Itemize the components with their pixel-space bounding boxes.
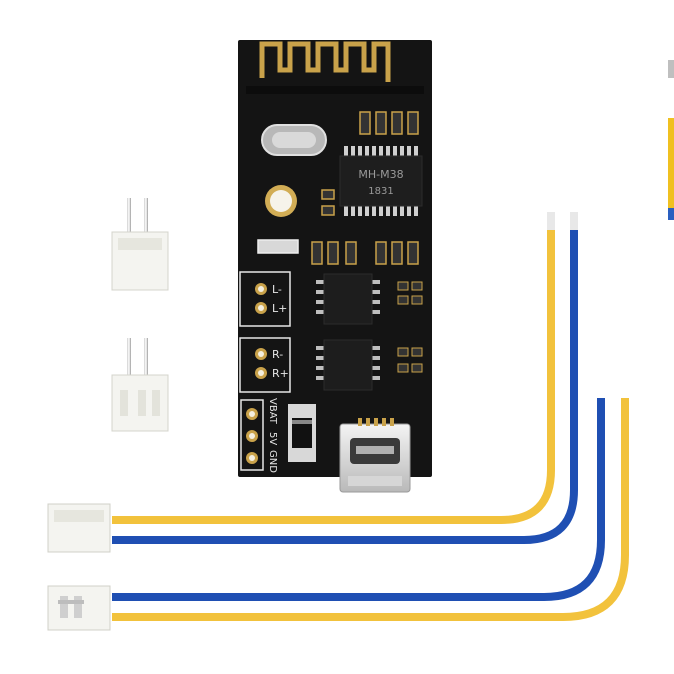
power-pads: VBAT 5V GND (240, 398, 278, 473)
smd-components-mid (257, 189, 419, 265)
antenna-icon (246, 41, 424, 94)
usb-port-icon (339, 418, 411, 493)
pin-5v: 5V (267, 432, 278, 445)
amplifier-chip-right (316, 339, 423, 391)
amplifier-chip-left (316, 273, 423, 325)
pin-header-icon (111, 338, 169, 432)
pin-vbat: VBAT (267, 398, 278, 425)
pin-r-plus: R+ (272, 367, 289, 380)
chip-code: 1831 (368, 186, 393, 197)
chip-model: MH-M38 (358, 168, 403, 181)
speaker-right-pads: R- R+ (239, 337, 291, 393)
cable-icon (47, 398, 629, 631)
mounting-hole (265, 185, 297, 217)
smd-components-top (359, 111, 419, 135)
bluetooth-board: MH-M38 1831 L- L+ (238, 40, 432, 493)
speaker-left-pads: L- L+ (239, 271, 291, 327)
crystal-icon (261, 124, 327, 156)
edge-accent (668, 60, 674, 220)
pin-header-icon (111, 198, 169, 291)
pin-l-plus: L+ (272, 302, 287, 315)
pin-l-minus: L- (272, 283, 282, 296)
pin-r-minus: R- (272, 348, 283, 361)
cable-icon (47, 212, 578, 553)
chip-icon: MH-M38 1831 (339, 146, 423, 216)
pin-gnd: GND (267, 450, 278, 473)
diode (288, 404, 316, 462)
